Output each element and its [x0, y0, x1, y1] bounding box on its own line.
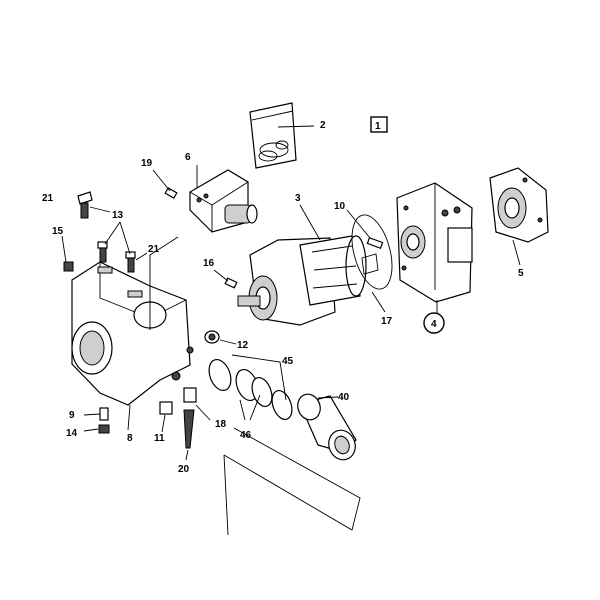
- callout-8: 8: [127, 433, 133, 444]
- callout-19: 19: [141, 158, 153, 169]
- callout-46: 46: [240, 430, 252, 441]
- callout-16: 16: [203, 258, 215, 269]
- control-valve: [189, 169, 258, 233]
- callout-21-right: 21: [148, 244, 160, 255]
- seal-kit-bag: [249, 102, 297, 169]
- rotary-group: [237, 235, 379, 326]
- auxiliary-pump: [489, 167, 549, 243]
- callout-13: 13: [112, 210, 124, 221]
- pump-housing: [71, 261, 194, 406]
- callout-2: 2: [320, 120, 326, 131]
- callout-circle-4: [423, 312, 445, 334]
- leader-lines: [61, 125, 521, 536]
- callout-40: 40: [338, 392, 350, 403]
- callout-4: 4: [431, 319, 437, 330]
- callout-21-top: 21: [42, 193, 54, 204]
- callout-1: 1: [375, 121, 381, 132]
- callout-17: 17: [381, 316, 393, 327]
- port-plate: [396, 182, 473, 303]
- callout-45: 45: [282, 356, 294, 367]
- callout-5: 5: [518, 268, 524, 279]
- callout-10: 10: [334, 201, 346, 212]
- callout-6: 6: [185, 152, 191, 163]
- callout-12: 12: [237, 340, 249, 351]
- callout-box-1: [370, 116, 388, 133]
- bearing-rings: [208, 358, 293, 421]
- o-ring: [351, 214, 393, 290]
- callout-3: 3: [295, 193, 301, 204]
- sleeve-bushing: [297, 393, 357, 461]
- callout-18: 18: [215, 419, 227, 430]
- dowel-pin-10: [366, 237, 384, 249]
- callout-9: 9: [69, 410, 75, 421]
- callout-15: 15: [52, 226, 64, 237]
- callout-11: 11: [154, 433, 165, 444]
- callout-14: 14: [66, 428, 78, 439]
- callout-20: 20: [178, 464, 190, 475]
